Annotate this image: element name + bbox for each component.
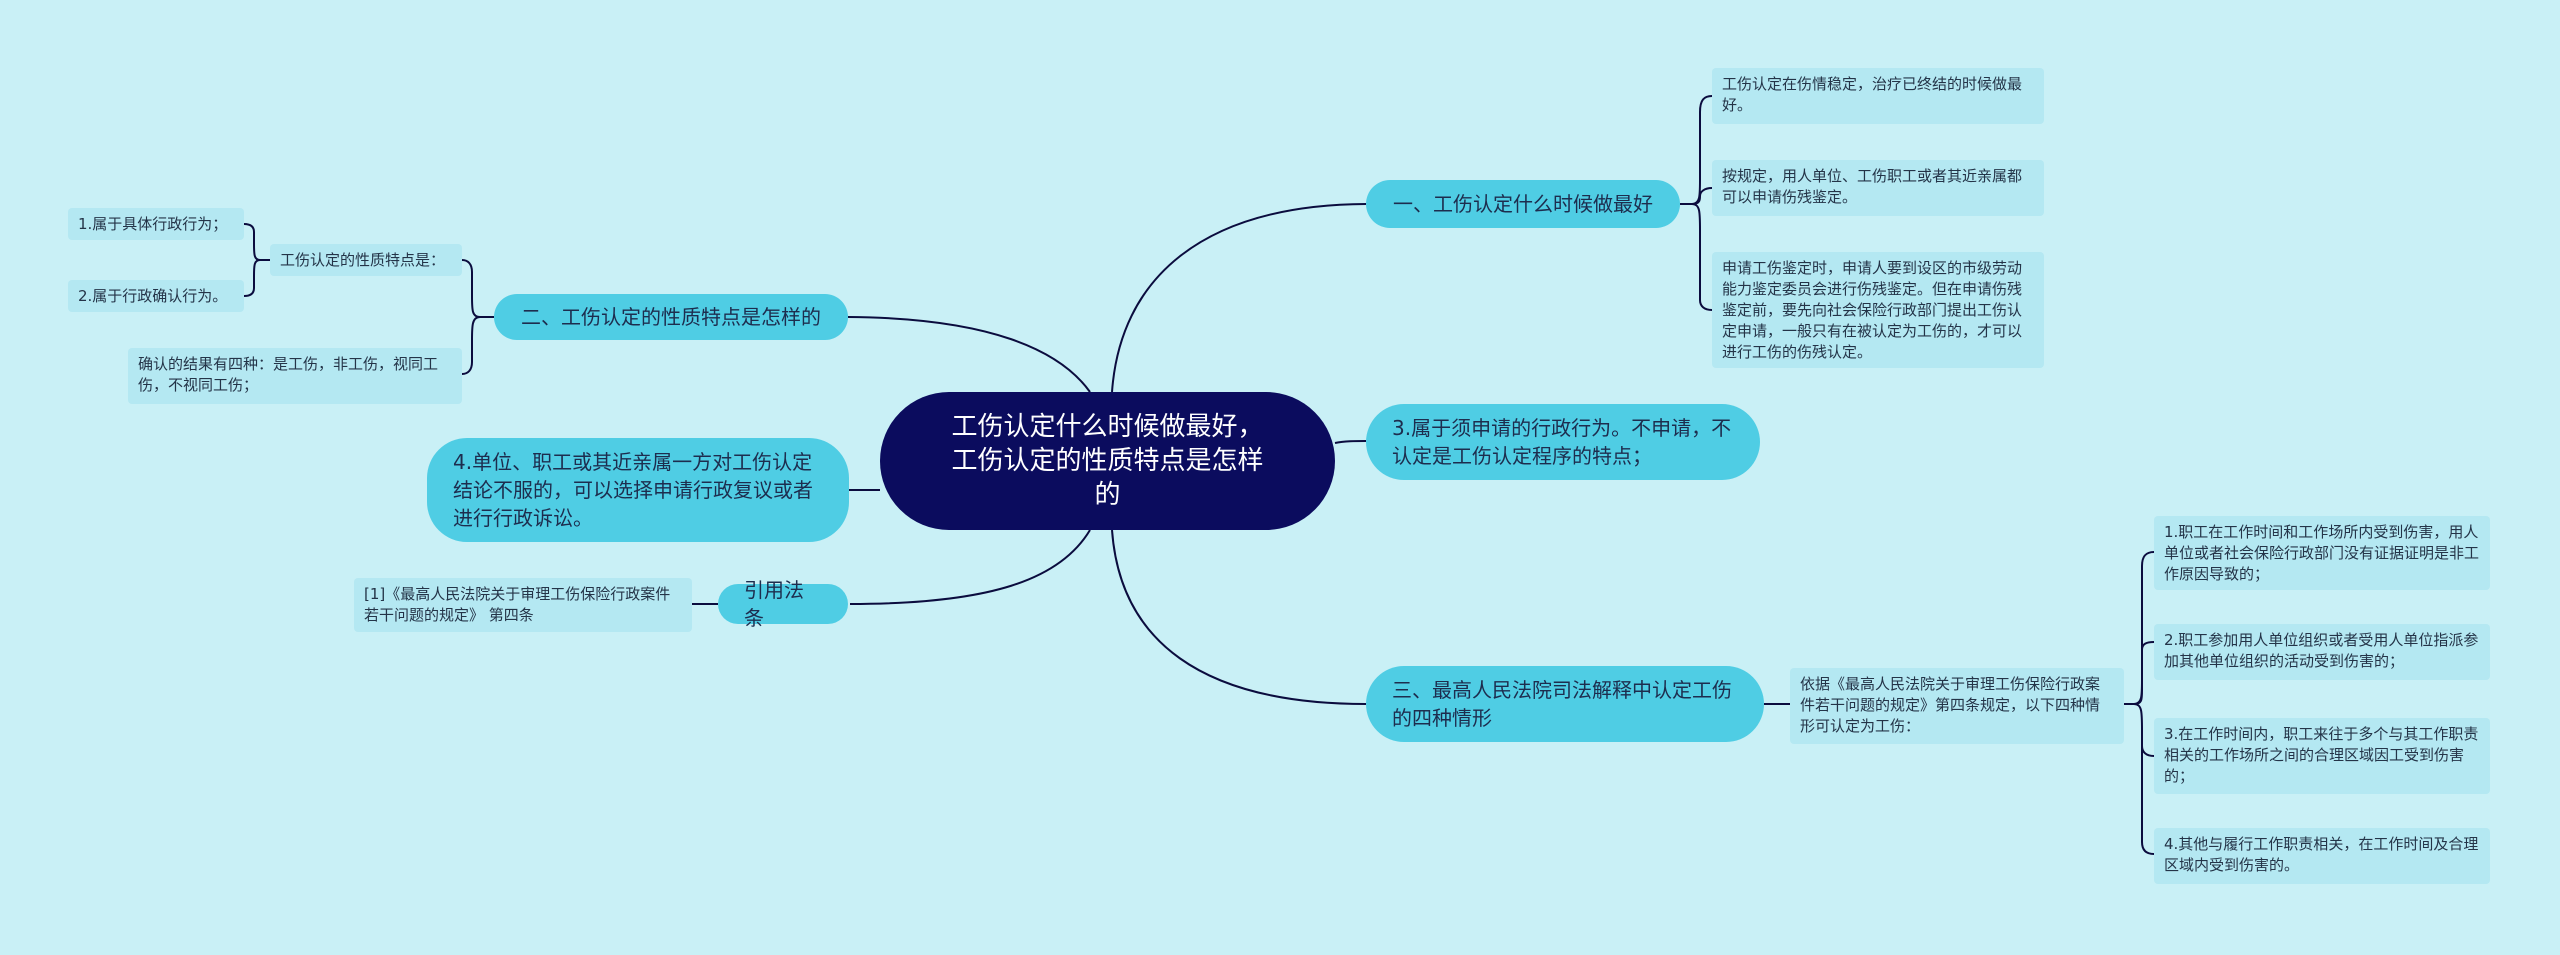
leaf-situation-4[interactable]: 4.其他与履行工作职责相关，在工作时间及合理区域内受到伤害的。 (2154, 828, 2490, 884)
link-root-b6 (849, 529, 1091, 605)
leaf-situation-2[interactable]: 2.职工参加用人单位组织或者受用人单位指派参加其他单位组织的活动受到伤害的； (2154, 624, 2490, 680)
branch-four-situations[interactable]: 三、最高人民法院司法解释中认定工伤的四种情形 (1366, 666, 1764, 742)
leaf-specific-admin-act-text: 1.属于具体行政行为； (78, 215, 228, 233)
root-topic[interactable]: 工伤认定什么时候做最好，工伤认定的性质特点是怎样的 (880, 392, 1335, 530)
link-l3-leaves (2124, 551, 2155, 855)
leaf-who-can-apply-text: 按规定，用人单位、工伤职工或者其近亲属都可以申请伤残鉴定。 (1722, 167, 2023, 206)
link-root-b1 (1111, 203, 1367, 393)
leaf-nature-label[interactable]: 工伤认定的性质特点是： (270, 244, 462, 276)
leaf-cited-regulation[interactable]: [1]《最高人民法院关于审理工伤保险行政案件若干问题的规定》 第四条 (354, 578, 692, 632)
branch-cited-law-text: 引用法条 (744, 578, 804, 630)
leaf-four-results[interactable]: 确认的结果有四种：是工伤，非工伤，视同工伤，不视同工伤； (128, 348, 462, 404)
branch-when-best-text: 一、工伤认定什么时候做最好 (1393, 192, 1653, 216)
leaf-who-can-apply[interactable]: 按规定，用人单位、工伤职工或者其近亲属都可以申请伤残鉴定。 (1712, 160, 2044, 216)
leaf-situation-1-text: 1.职工在工作时间和工作场所内受到伤害，用人单位或者社会保险行政部门没有证据证明… (2164, 523, 2480, 583)
branch-when-best[interactable]: 一、工伤认定什么时候做最好 (1366, 180, 1680, 228)
link-l4-leaves (243, 223, 270, 297)
branch-nature-features[interactable]: 二、工伤认定的性质特点是怎样的 (494, 294, 848, 340)
link-root-b3 (1111, 529, 1367, 705)
leaf-situation-3-text: 3.在工作时间内，职工来往于多个与其工作职责相关的工作场所之间的合理区域因工受到… (2164, 725, 2479, 785)
leaf-timing-text: 工伤认定在伤情稳定，治疗已终结的时候做最好。 (1722, 75, 2023, 114)
leaf-situation-1[interactable]: 1.职工在工作时间和工作场所内受到伤害，用人单位或者社会保险行政部门没有证据证明… (2154, 516, 2490, 590)
link-b1-leaves (1680, 95, 1713, 311)
branch-dispute-remedy[interactable]: 4.单位、职工或其近亲属一方对工伤认定结论不服的，可以选择申请行政复议或者进行行… (427, 438, 849, 542)
leaf-nature-label-text: 工伤认定的性质特点是： (280, 251, 446, 269)
link-b4-leaves (461, 259, 494, 375)
branch-application-feature-text: 3.属于须申请的行政行为。不申请，不认定是工伤认定程序的特点； (1392, 416, 1732, 468)
branch-nature-features-text: 二、工伤认定的性质特点是怎样的 (521, 305, 821, 329)
leaf-situation-4-text: 4.其他与履行工作职责相关，在工作时间及合理区域内受到伤害的。 (2164, 835, 2479, 874)
link-root-b4 (847, 316, 1091, 393)
leaf-legal-basis[interactable]: 依据《最高人民法院关于审理工伤保险行政案件若干问题的规定》第四条规定，以下四种情… (1790, 668, 2124, 744)
branch-four-situations-text: 三、最高人民法院司法解释中认定工伤的四种情形 (1392, 678, 1732, 730)
leaf-cited-regulation-text: [1]《最高人民法院关于审理工伤保险行政案件若干问题的规定》 第四条 (364, 585, 671, 624)
leaf-legal-basis-text: 依据《最高人民法院关于审理工伤保险行政案件若干问题的规定》第四条规定，以下四种情… (1800, 675, 2101, 735)
leaf-admin-confirmation[interactable]: 2.属于行政确认行为。 (68, 280, 244, 312)
leaf-application-process-text: 申请工伤鉴定时，申请人要到设区的市级劳动能力鉴定委员会进行伤残鉴定。但在申请伤残… (1722, 259, 2023, 361)
branch-application-feature[interactable]: 3.属于须申请的行政行为。不申请，不认定是工伤认定程序的特点； (1366, 404, 1760, 480)
leaf-four-results-text: 确认的结果有四种：是工伤，非工伤，视同工伤，不视同工伤； (138, 355, 439, 394)
branch-cited-law[interactable]: 引用法条 (718, 578, 848, 630)
leaf-application-process[interactable]: 申请工伤鉴定时，申请人要到设区的市级劳动能力鉴定委员会进行伤残鉴定。但在申请伤残… (1712, 252, 2044, 368)
leaf-admin-confirmation-text: 2.属于行政确认行为。 (78, 287, 228, 305)
link-root-b2 (1334, 440, 1367, 444)
leaf-situation-3[interactable]: 3.在工作时间内，职工来往于多个与其工作职责相关的工作场所之间的合理区域因工受到… (2154, 718, 2490, 794)
leaf-timing[interactable]: 工伤认定在伤情稳定，治疗已终结的时候做最好。 (1712, 68, 2044, 124)
leaf-specific-admin-act[interactable]: 1.属于具体行政行为； (68, 208, 244, 240)
root-topic-text: 工伤认定什么时候做最好，工伤认定的性质特点是怎样的 (951, 412, 1264, 510)
leaf-situation-2-text: 2.职工参加用人单位组织或者受用人单位指派参加其他单位组织的活动受到伤害的； (2164, 631, 2479, 670)
branch-dispute-remedy-text: 4.单位、职工或其近亲属一方对工伤认定结论不服的，可以选择申请行政复议或者进行行… (453, 450, 813, 530)
